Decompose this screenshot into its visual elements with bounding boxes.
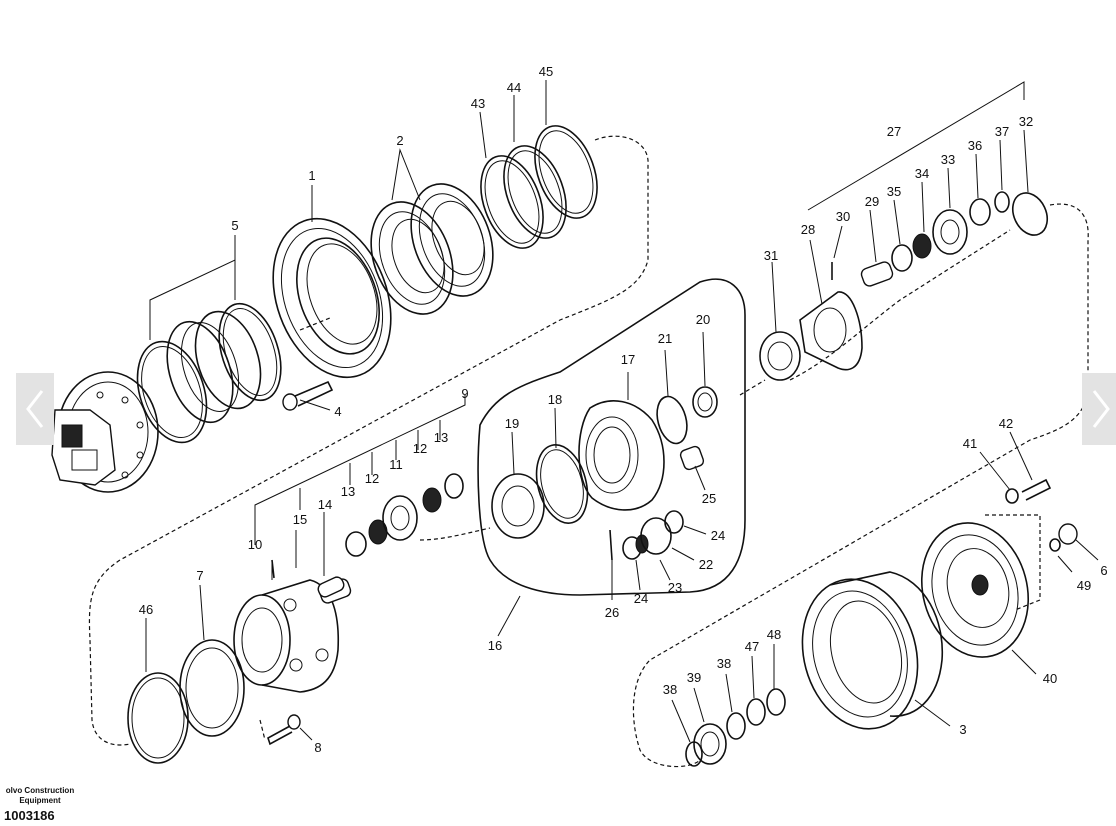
label-part-33: 33 [941, 152, 955, 167]
next-image-button[interactable] [1082, 373, 1116, 445]
part-1-gear-ring [272, 185, 392, 379]
label-part-6: 6 [1100, 563, 1107, 578]
brand-line: olvo Construction [5, 786, 75, 795]
parts-20-25-small [656, 331, 718, 491]
label-part-20: 20 [696, 312, 710, 327]
part-4-bolt [282, 380, 334, 411]
label-part-21: 21 [658, 331, 672, 346]
previous-image-button[interactable] [16, 373, 54, 445]
label-part-31: 31 [764, 248, 778, 263]
chevron-left-icon [26, 390, 44, 428]
brand-line-2: Equipment [19, 796, 61, 805]
label-part-43: 43 [471, 96, 485, 111]
label-part-12-a: 12 [365, 471, 379, 486]
label-part-8: 8 [314, 740, 321, 755]
label-part-1: 1 [308, 168, 315, 183]
parts-11-13-planet-gears [345, 473, 464, 557]
label-part-32: 32 [1019, 114, 1033, 129]
parts-41-42-49-6-fasteners [979, 431, 1099, 573]
label-part-9: 9 [461, 386, 468, 401]
planetary-module-outline [477, 278, 746, 596]
part-5-housing-assembly [51, 235, 282, 493]
label-part-24-a: 24 [711, 528, 725, 543]
label-part-25: 25 [702, 491, 716, 506]
label-part-10: 10 [248, 537, 262, 552]
label-part-39: 39 [687, 670, 701, 685]
label-part-23: 23 [668, 580, 682, 595]
label-part-49: 49 [1077, 578, 1091, 593]
label-part-38-b: 38 [717, 656, 731, 671]
label-part-38-a: 38 [663, 682, 677, 697]
label-part-2: 2 [396, 133, 403, 148]
label-part-4: 4 [334, 404, 341, 419]
label-part-47: 47 [745, 639, 759, 654]
part-10-carrier [233, 395, 466, 693]
label-part-24-b: 24 [634, 591, 648, 606]
parts-14-15-pins [271, 512, 345, 598]
parts-43-45-rings [479, 80, 598, 249]
label-part-15: 15 [293, 512, 307, 527]
label-part-30: 30 [836, 209, 850, 224]
brand-caption: olvo Construction Equipment [0, 786, 80, 806]
label-part-35: 35 [887, 184, 901, 199]
label-part-13-a: 13 [341, 484, 355, 499]
label-part-44: 44 [507, 80, 521, 95]
part-number-labels: 1 2 3 4 5 6 7 8 9 10 11 12 12 13 13 14 1… [139, 64, 1108, 755]
label-part-16: 16 [488, 638, 502, 653]
part-40-end-cover [920, 522, 1037, 675]
label-part-26: 26 [605, 605, 619, 620]
part-3-ring-gear-housing [801, 571, 951, 730]
chevron-right-icon [1092, 390, 1110, 428]
label-part-12-b: 12 [413, 441, 427, 456]
label-part-42: 42 [999, 416, 1013, 431]
label-part-17: 17 [621, 352, 635, 367]
parts-7-46-rings [127, 584, 313, 764]
label-part-34: 34 [915, 166, 929, 181]
label-part-48: 48 [767, 627, 781, 642]
label-part-11: 11 [389, 457, 403, 472]
label-part-18: 18 [548, 392, 562, 407]
label-part-40: 40 [1043, 671, 1057, 686]
parts-27-37-input-stage [759, 81, 1049, 381]
label-part-22: 22 [699, 557, 713, 572]
label-part-36: 36 [968, 138, 982, 153]
label-part-19: 19 [505, 416, 519, 431]
document-number: 1003186 [4, 808, 55, 823]
label-part-14: 14 [318, 497, 332, 512]
label-part-41: 41 [963, 436, 977, 451]
assembly-guide-lines [88, 135, 1089, 768]
label-part-3: 3 [959, 722, 966, 737]
parts-22-26-planet-set [497, 510, 707, 637]
label-part-29: 29 [865, 194, 879, 209]
label-part-37: 37 [995, 124, 1009, 139]
label-part-46: 46 [139, 602, 153, 617]
label-part-27: 27 [887, 124, 901, 139]
part-2-bearings [370, 148, 494, 315]
label-part-28: 28 [801, 222, 815, 237]
label-part-5: 5 [231, 218, 238, 233]
label-part-13-b: 13 [434, 430, 448, 445]
label-part-45: 45 [539, 64, 553, 79]
parts-17-19-planetary [491, 372, 665, 539]
label-part-7: 7 [196, 568, 203, 583]
parts-38-48-seals [671, 644, 786, 767]
